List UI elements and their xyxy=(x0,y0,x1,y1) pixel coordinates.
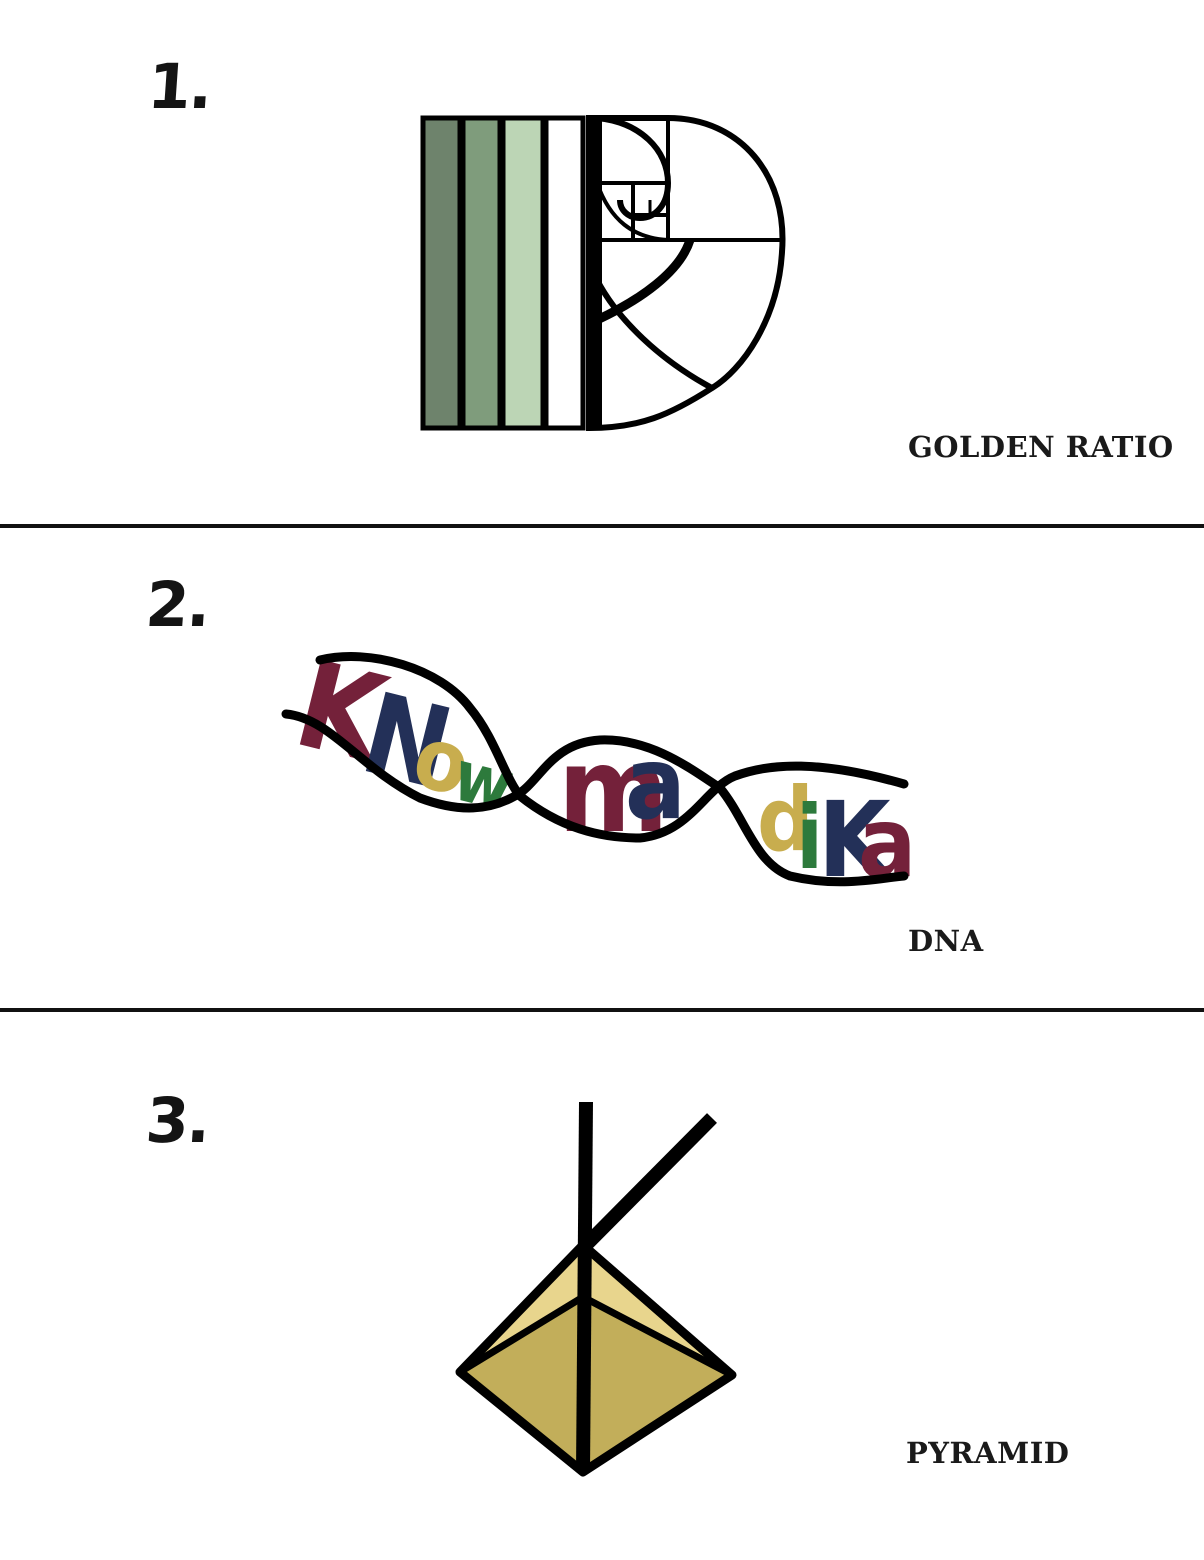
dna-letter: i xyxy=(796,786,823,889)
caption-pyramid: PYRAMID xyxy=(906,1436,1070,1470)
divider-1 xyxy=(0,524,1204,528)
bar-1 xyxy=(420,115,463,431)
golden-ratio-logo xyxy=(420,115,786,432)
section-golden-ratio: 1. GOLDEN RATIO xyxy=(0,0,1204,525)
section-pyramid: 3. PYRAMID xyxy=(0,1012,1204,1560)
d-outline xyxy=(586,115,786,432)
dna-logo: K N o w m a d i K a xyxy=(281,635,916,901)
dna-strand xyxy=(315,652,909,843)
pyramid-bottom-face xyxy=(460,1297,732,1472)
caption-golden-ratio: GOLDEN RATIO xyxy=(908,430,1174,464)
k-stem xyxy=(576,1101,593,1473)
pyramid-top-face xyxy=(460,1245,732,1375)
caption-dna: DNA xyxy=(908,924,984,958)
dna-strand xyxy=(281,709,909,887)
k-arm xyxy=(581,1113,717,1250)
bar-2 xyxy=(460,115,503,431)
section-dna: 2. K N o w m a d i K a DNA xyxy=(0,528,1204,1008)
bar-3 xyxy=(500,115,546,431)
divider-2 xyxy=(0,1008,1204,1012)
bar-4 xyxy=(543,115,586,431)
pyramid-logo xyxy=(455,1101,737,1477)
golden-spiral xyxy=(594,115,714,391)
